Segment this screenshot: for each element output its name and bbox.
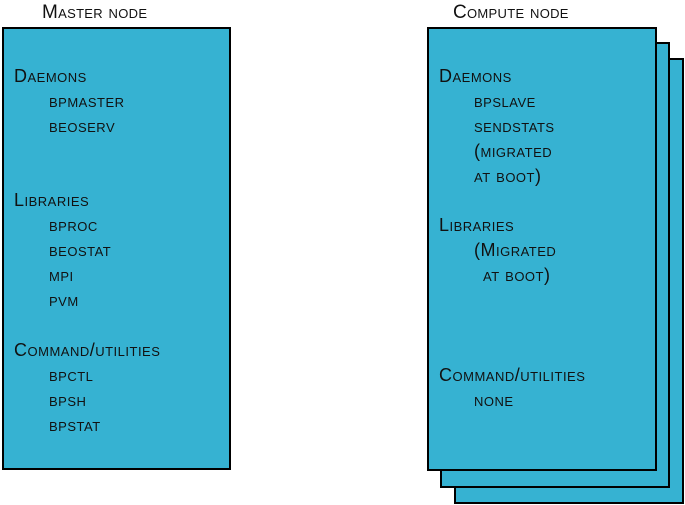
master-library-item: bproc <box>49 215 98 235</box>
compute-daemon-item: sendstats <box>474 116 555 136</box>
compute-daemons-heading: Daemons <box>439 66 512 86</box>
master-daemon-item: beoserv <box>49 116 116 136</box>
compute-daemon-item: (migrated <box>474 141 553 161</box>
master-commands-heading: Command/utilities <box>14 340 161 360</box>
master-daemon-item: bpmaster <box>49 91 125 111</box>
compute-daemon-item: at boot) <box>474 166 542 186</box>
master-command-item: bpstat <box>49 415 101 435</box>
master-library-item: beostat <box>49 240 112 260</box>
master-daemons-heading: Daemons <box>14 66 87 86</box>
master-libraries-heading: Libraries <box>14 190 90 210</box>
master-library-item: pvm <box>49 290 79 310</box>
compute-node-box: Daemons bpslave sendstats (migrated at b… <box>427 27 657 471</box>
master-node-title: Master node <box>42 2 148 23</box>
compute-command-item: none <box>474 390 514 410</box>
compute-library-item: at boot) <box>483 265 551 285</box>
master-command-item: bpctl <box>49 365 94 385</box>
master-node-box: Daemons bpmaster beoserv Libraries bproc… <box>2 27 231 470</box>
master-command-item: bpsh <box>49 390 87 410</box>
compute-node-title: Compute node <box>453 2 569 23</box>
compute-library-item: (Migrated <box>474 240 557 260</box>
compute-daemon-item: bpslave <box>474 91 536 111</box>
compute-commands-heading: Command/utilities <box>439 365 586 385</box>
compute-libraries-heading: Libraries <box>439 215 515 235</box>
master-library-item: mpi <box>49 265 74 285</box>
